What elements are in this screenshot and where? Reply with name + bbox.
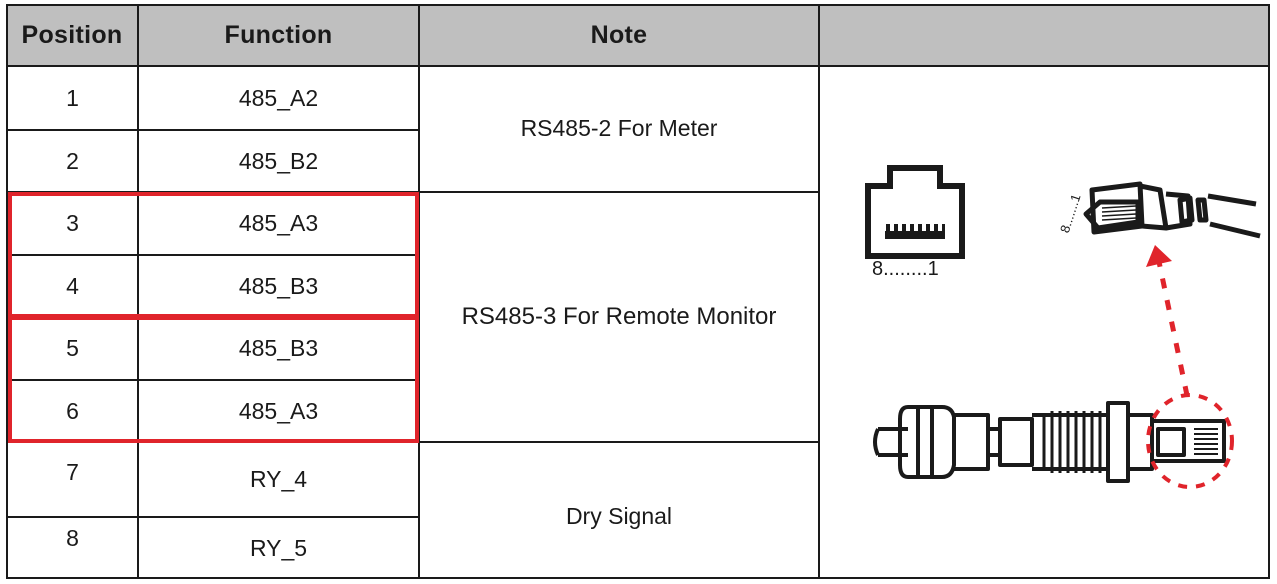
row-divider-3 bbox=[6, 254, 419, 256]
table-row-7-position: 7 bbox=[8, 443, 137, 501]
cable-gland-connector-icon bbox=[873, 393, 1234, 489]
header-position-label: Position bbox=[21, 20, 123, 49]
header-function-label: Function bbox=[224, 20, 333, 49]
table-row-7-function: RY_4 bbox=[139, 443, 418, 516]
table-row-4-position: 4 bbox=[8, 256, 137, 316]
rj45-socket-icon bbox=[865, 165, 965, 259]
table-frame bbox=[6, 4, 1270, 579]
position-value: 1 bbox=[66, 84, 79, 111]
header-note-label: Note bbox=[590, 20, 648, 49]
col-divider-1 bbox=[137, 4, 139, 579]
table-row-2-function: 485_B2 bbox=[139, 131, 418, 191]
table-row-2-position: 2 bbox=[8, 131, 137, 191]
function-value: 485_B3 bbox=[238, 272, 319, 299]
function-value: 485_A3 bbox=[238, 397, 319, 424]
function-value: 485_A3 bbox=[238, 210, 319, 236]
header-note: Note bbox=[419, 4, 819, 66]
table-row-8-function: RY_5 bbox=[139, 518, 418, 579]
row-divider-1 bbox=[6, 129, 419, 131]
row-divider-7 bbox=[6, 516, 419, 518]
table-row-3-function: 485_A3 bbox=[139, 193, 418, 254]
table-row-8-position: 8 bbox=[8, 518, 137, 558]
table-row-3-position: 3 bbox=[8, 193, 137, 254]
position-value: 2 bbox=[66, 147, 79, 174]
function-value: 485_A2 bbox=[238, 84, 319, 111]
table-row-4-function: 485_B3 bbox=[139, 256, 418, 316]
highlight-box-pins-5-6 bbox=[8, 316, 419, 443]
socket-pin-order-label: 8........1 bbox=[872, 258, 939, 280]
header-function: Function bbox=[138, 4, 419, 66]
table-row-1-position: 1 bbox=[8, 67, 137, 129]
col-divider-3 bbox=[818, 4, 820, 579]
position-value: 6 bbox=[66, 397, 79, 424]
function-value: 485_B3 bbox=[238, 335, 319, 361]
position-value: 4 bbox=[66, 272, 79, 299]
function-value: RY_5 bbox=[249, 535, 308, 561]
position-value: 8 bbox=[66, 524, 79, 551]
function-value: RY_4 bbox=[249, 466, 308, 492]
table-row-1-function: 485_A2 bbox=[139, 67, 418, 129]
col-divider-2 bbox=[418, 4, 420, 579]
position-value: 5 bbox=[66, 335, 79, 361]
rj45-plug-icon bbox=[1083, 181, 1261, 239]
position-value: 7 bbox=[66, 458, 79, 485]
table-row-6-function: 485_A3 bbox=[139, 381, 418, 441]
note-text: RS485-2 For Meter bbox=[520, 114, 718, 141]
header-figure bbox=[819, 4, 1270, 66]
note-remote-monitor: RS485-3 For Remote Monitor bbox=[420, 193, 818, 441]
table-row-5-function: 485_B3 bbox=[139, 318, 418, 379]
note-text: Dry Signal bbox=[565, 502, 673, 529]
table-row-6-position: 6 bbox=[8, 381, 137, 441]
position-value: 3 bbox=[66, 210, 79, 236]
header-position: Position bbox=[6, 4, 138, 66]
function-value: 485_B2 bbox=[238, 147, 319, 174]
highlight-box-pins-3-4 bbox=[8, 192, 419, 318]
note-dry-signal: Dry Signal bbox=[420, 443, 818, 579]
row-divider-5 bbox=[6, 379, 419, 381]
dashed-arrow-icon bbox=[1146, 245, 1191, 401]
header-divider bbox=[6, 65, 1270, 67]
table-row-5-position: 5 bbox=[8, 318, 137, 379]
note-text: RS485-3 For Remote Monitor bbox=[461, 303, 777, 330]
note-meter: RS485-2 For Meter bbox=[420, 67, 818, 191]
